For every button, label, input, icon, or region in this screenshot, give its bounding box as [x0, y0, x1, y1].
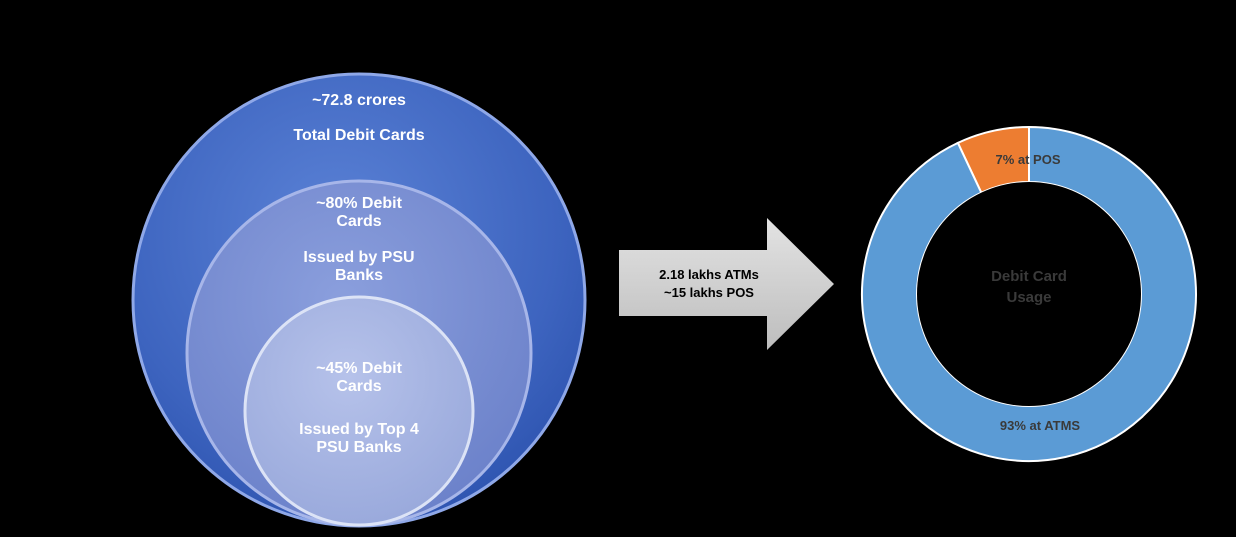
inner-circle-label-3: Issued by Top 4: [299, 421, 419, 438]
outer-circle-label-2: Total Debit Cards: [293, 127, 424, 144]
arrow-shape: [619, 218, 834, 350]
arrow-label-pos: ~15 lakhs POS: [664, 285, 754, 300]
donut-chart: [861, 125, 1197, 462]
inner-circle-label-4: PSU Banks: [316, 439, 401, 456]
middle-circle-label-4: Banks: [335, 267, 383, 284]
inner-circle-label-2: Cards: [336, 378, 381, 395]
middle-circle-label-1: ~80% Debit: [316, 195, 402, 212]
donut-label-pos: 7% at POS: [995, 152, 1060, 167]
middle-circle-label-3: Issued by PSU: [303, 249, 414, 266]
inner-circle: [243, 295, 475, 527]
inner-circle-label-1: ~45% Debit: [316, 360, 402, 377]
donut-hole: [917, 182, 1141, 406]
arrow-label-atms: 2.18 lakhs ATMs: [659, 267, 759, 282]
donut-label-atms: 93% at ATMS: [1000, 418, 1081, 433]
middle-circle-label-2: Cards: [336, 213, 381, 230]
donut-title-line-2: Usage: [1006, 289, 1051, 306]
donut-title-line-1: Debit Card: [991, 268, 1067, 285]
flow-arrow: 2.18 lakhs ATMs ~15 lakhs POS: [619, 218, 834, 350]
nested-circles-diagram: ~72.8 crores Total Debit Cards ~80% Debi…: [131, 72, 587, 528]
outer-circle-label-1: ~72.8 crores: [312, 92, 406, 109]
